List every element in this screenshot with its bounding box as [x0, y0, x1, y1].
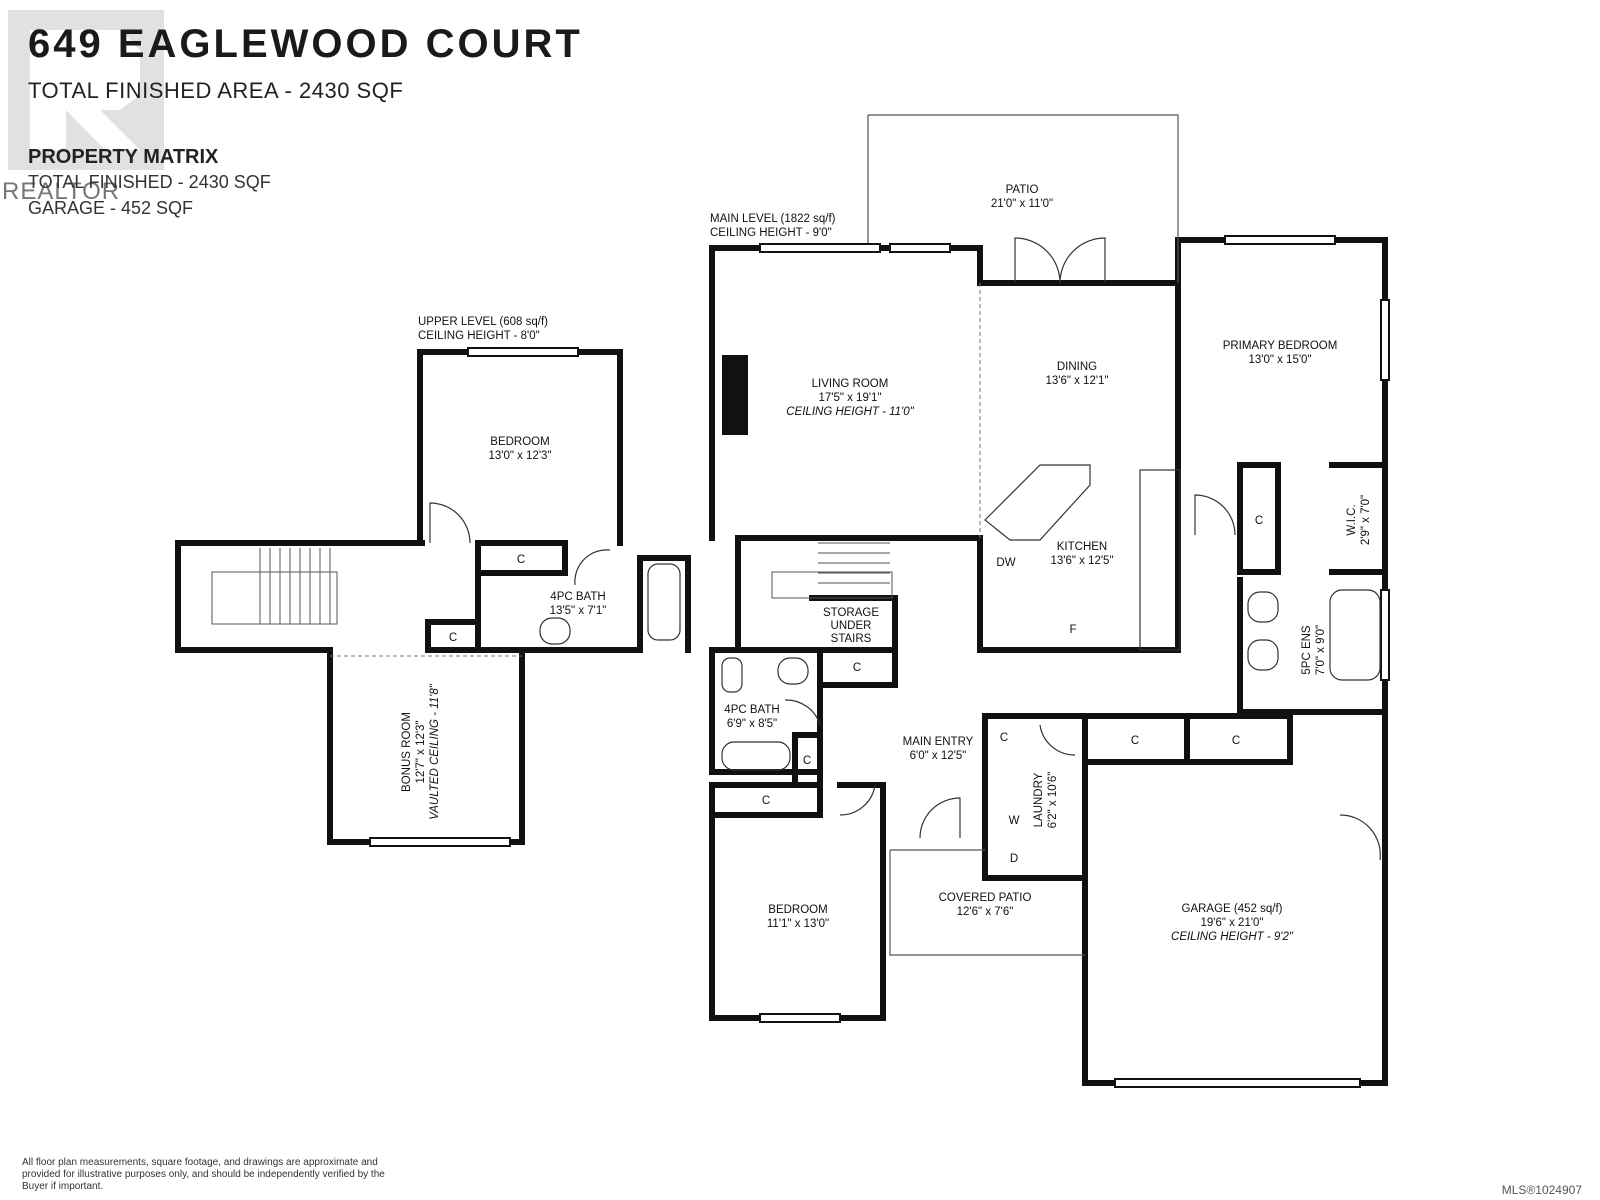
laundry-dim: 6'2" x 10'6" [1047, 772, 1059, 829]
mud-closets [1082, 713, 1293, 765]
door-patio-left [1014, 237, 1061, 284]
bedroom-upper-dim: 13'0" x 12'3" [488, 450, 551, 462]
main-stairs [771, 542, 893, 599]
storage-line-2: UNDER [831, 620, 872, 632]
bath-main-name: 4PC BATH [724, 704, 779, 716]
entry-name: MAIN ENTRY [903, 736, 974, 748]
upper-closet-c1 [475, 540, 568, 576]
entry-dim: 6'0" x 12'5" [910, 750, 967, 762]
dining-dim: 13'6" x 12'1" [1045, 375, 1108, 387]
realtor-logo [8, 10, 164, 170]
ens-dim: 7'0" x 9'0" [1315, 625, 1327, 675]
covered-patio-dim: 12'6" x 7'6" [957, 906, 1014, 918]
laundry-name: LAUNDRY [1033, 772, 1045, 827]
covered-patio-outline [889, 850, 1085, 956]
patio-outline [868, 114, 1179, 283]
upper-hall-walls [175, 540, 525, 845]
door-bedroom [839, 784, 876, 816]
dishwasher-mark: DW [996, 557, 1015, 569]
garage-dim: 19'6" x 21'0" [1200, 917, 1263, 929]
bonus-note: VAULTED CEILING - 11'8" [429, 683, 441, 820]
patio-dim: 21'0" x 11'0" [991, 198, 1053, 210]
fireplace [722, 355, 748, 435]
primary-name: PRIMARY BEDROOM [1223, 340, 1338, 352]
closet-mark: C [1232, 735, 1240, 747]
storage-line-3: STAIRS [831, 633, 872, 645]
bedroom-walls [709, 782, 886, 1021]
wic-walls [1237, 462, 1388, 575]
ens-name: 5PC ENS [1301, 625, 1313, 675]
closet-mark: C [762, 795, 770, 807]
main-level-ceiling: CEILING HEIGHT - 9'0" [710, 227, 832, 239]
storage-line-1: STORAGE [823, 607, 879, 619]
covered-patio-name: COVERED PATIO [939, 892, 1032, 904]
closet-mark: C [1255, 515, 1263, 527]
upper-level-ceiling: CEILING HEIGHT - 8'0" [418, 330, 540, 342]
bonus-name: BONUS ROOM [401, 712, 413, 792]
bath-upper-name: 4PC BATH [550, 591, 605, 603]
closet-mark: C [1000, 732, 1008, 744]
bath-main-dim: 6'9" x 8'5" [727, 718, 777, 730]
door-garage [1339, 814, 1381, 861]
upper-closet-c2 [425, 619, 481, 653]
closet-mark: C [517, 554, 525, 566]
fixtures [539, 464, 1381, 771]
kitchen-dim: 13'6" x 12'5" [1050, 555, 1113, 567]
upper-stairs [211, 548, 338, 625]
matrix-total-finished: TOTAL FINISHED - 2430 SQF [28, 172, 271, 192]
door-upper-bedroom [429, 502, 471, 544]
washer-mark: W [1009, 815, 1020, 827]
closet-mark: C [853, 662, 861, 674]
ensuite-walls [1237, 577, 1388, 715]
windows [369, 235, 1390, 1088]
living-name: LIVING ROOM [812, 378, 889, 390]
door-laundry [1039, 724, 1076, 756]
wic-name: W.I.C. [1346, 504, 1358, 535]
door-primary [1194, 494, 1236, 536]
matrix-garage: GARAGE - 452 SQF [28, 198, 194, 218]
primary-dim: 13'0" x 15'0" [1248, 354, 1311, 366]
hall-closet [817, 647, 898, 688]
patio-name: PATIO [1006, 184, 1039, 196]
door-entry [919, 797, 961, 839]
door-upper-bath [574, 549, 611, 586]
closet-mark: C [803, 755, 811, 767]
living-note: CEILING HEIGHT - 11'0" [786, 406, 914, 418]
total-area-subtitle: TOTAL FINISHED AREA - 2430 SQF [28, 78, 404, 103]
door-patio-right [1059, 237, 1106, 284]
property-matrix-heading: PROPERTY MATRIX [28, 146, 219, 168]
closet-mark: C [1131, 735, 1139, 747]
laundry-walls [982, 713, 1088, 881]
bedroom-closet [709, 782, 823, 818]
bedroom-upper-name: BEDROOM [490, 436, 549, 448]
bath-upper-dim: 13'5" x 7'1" [550, 605, 607, 617]
kitchen-name: KITCHEN [1057, 541, 1107, 553]
bedroom-main-name: BEDROOM [768, 904, 827, 916]
closet-mark: C [449, 632, 457, 644]
door-bath [784, 699, 821, 726]
mls-number: MLS®1024907 [1501, 1183, 1582, 1197]
living-dim: 17'5" x 19'1" [818, 392, 881, 404]
kitchen-island [984, 464, 1091, 541]
upper-level-label: UPPER LEVEL (608 sq/f) [418, 316, 548, 328]
dryer-mark: D [1010, 853, 1018, 865]
fridge-mark: F [1069, 624, 1076, 636]
garage-name: GARAGE (452 sq/f) [1182, 903, 1283, 915]
garage-walls [1082, 709, 1388, 1086]
garage-note: CEILING HEIGHT - 9'2" [1171, 931, 1294, 943]
main-level-label: MAIN LEVEL (1822 sq/f) [710, 213, 836, 225]
disclaimer: All floor plan measurements, square foot… [22, 1157, 385, 1192]
dining-name: DINING [1057, 361, 1097, 373]
property-title: 649 EAGLEWOOD COURT [28, 22, 583, 66]
wic-dim: 2'9" x 7'0" [1360, 495, 1372, 545]
kitchen-walls [977, 535, 1181, 653]
bonus-dim: 12'7" x 12'3" [415, 720, 427, 783]
realtor-logo-text: REALTOR [2, 178, 121, 205]
bedroom-main-dim: 11'1" x 13'0" [767, 918, 829, 930]
